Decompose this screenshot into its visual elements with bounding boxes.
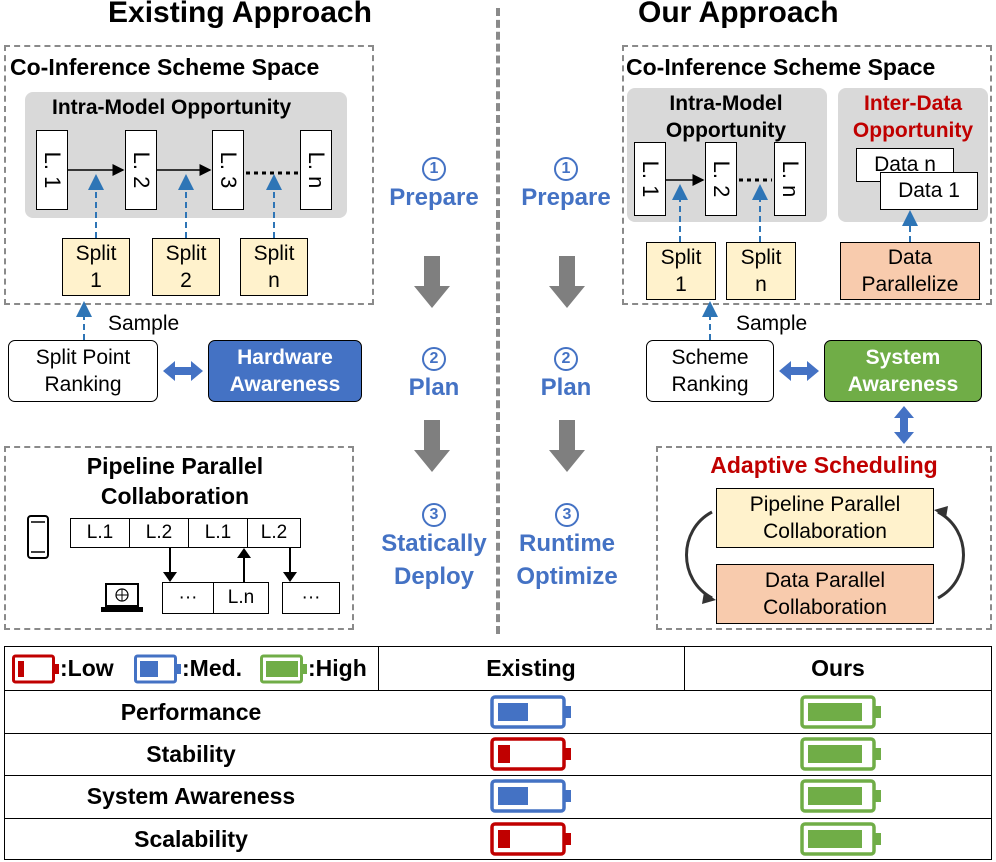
device-cell-4: L.2 (247, 518, 301, 548)
right-layer-1: L. 1 (634, 142, 666, 216)
left-sample-label: Sample (108, 312, 180, 335)
legend-high: :High (308, 655, 367, 681)
battery-high-icon (800, 779, 881, 813)
adaptive-scheduling-title: Adaptive Scheduling (710, 452, 938, 478)
legend-battery-high-icon (260, 654, 307, 684)
phone-icon (27, 515, 49, 559)
laptop-icon (101, 583, 143, 612)
table-hline-4 (4, 818, 992, 819)
ours-step-prepare: 1 Prepare (504, 150, 628, 215)
table-hline-3 (4, 775, 992, 776)
left-intra-model-title: Intra-Model Opportunity (52, 96, 292, 119)
ours-step-optimize: 3 Runtime Optimize (500, 496, 634, 593)
legend-med: :Med. (182, 655, 243, 681)
battery-high-icon (800, 737, 881, 771)
row-label-scalability: Scalability (134, 825, 248, 852)
adaptive-scheduling-box (656, 446, 992, 630)
left-layer-2: L. 2 (125, 130, 157, 210)
table-vline-1 (378, 646, 379, 691)
device-cell-2: L.2 (129, 518, 189, 548)
legend-battery-med-icon (134, 654, 181, 684)
battery-med-icon (490, 779, 571, 813)
table-hline-2 (4, 733, 992, 734)
left-layer-1: L. 1 (36, 130, 68, 210)
row-label-system-awareness: System Awareness (86, 783, 296, 809)
existing-step-prepare: 1 Prepare (372, 150, 496, 215)
table-vline-2 (684, 646, 685, 691)
right-layer-n: L. n (774, 142, 806, 216)
server-cell-2: L.n (213, 582, 269, 614)
row-label-performance: Performance (120, 698, 262, 725)
left-pipeline-collab-box (4, 446, 354, 630)
existing-approach-title: Existing Approach (108, 0, 372, 29)
battery-low-icon (490, 822, 571, 856)
left-layer-3: L. 3 (212, 130, 244, 210)
comparison-table (4, 646, 992, 860)
legend-low: :Low (60, 655, 114, 681)
ours-step-plan: 2 Plan (504, 340, 628, 405)
right-layer-2: L. 2 (705, 142, 737, 216)
table-header-existing: Existing (486, 655, 576, 681)
server-cell-3: ··· (282, 582, 340, 614)
battery-high-icon (800, 822, 881, 856)
table-hline-1 (4, 690, 992, 691)
existing-step-deploy: 3 Statically Deploy (362, 496, 506, 593)
battery-med-icon (490, 695, 571, 729)
right-sample-label: Sample (736, 312, 808, 335)
battery-high-icon (800, 695, 881, 729)
legend-battery-low-icon (12, 654, 59, 684)
our-approach-title: Our Approach (638, 0, 839, 29)
device-cell-1: L.1 (70, 518, 130, 548)
battery-low-icon (490, 737, 571, 771)
center-divider (496, 8, 500, 634)
existing-step-plan: 2 Plan (372, 340, 496, 405)
table-header-ours: Ours (811, 655, 865, 681)
right-scheme-space (622, 45, 992, 305)
data-1-card: Data 1 (880, 172, 978, 210)
left-layer-n: L. n (300, 130, 332, 210)
left-scheme-space (4, 45, 374, 305)
left-scheme-space-title: Co-Inference Scheme Space (10, 54, 320, 80)
row-label-stability: Stability (146, 740, 236, 767)
right-scheme-space-title: Co-Inference Scheme Space (626, 54, 936, 80)
